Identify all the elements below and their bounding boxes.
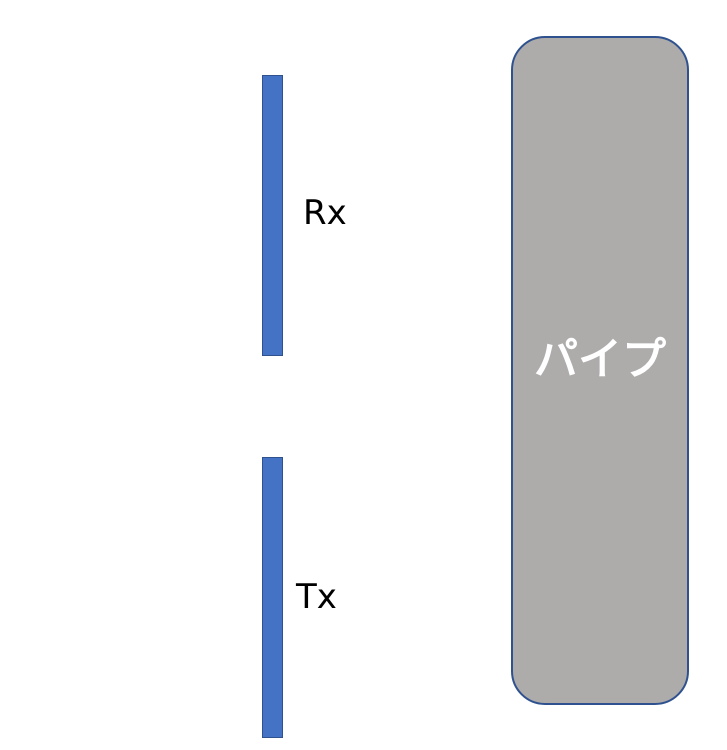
- transmitter-antenna: [262, 457, 283, 738]
- pipe-shape: パイプ: [511, 36, 689, 705]
- receiver-label: Rx: [303, 193, 347, 233]
- transmitter-label: Tx: [296, 577, 337, 617]
- receiver-antenna: [262, 75, 283, 356]
- pipe-label: パイプ: [534, 333, 666, 385]
